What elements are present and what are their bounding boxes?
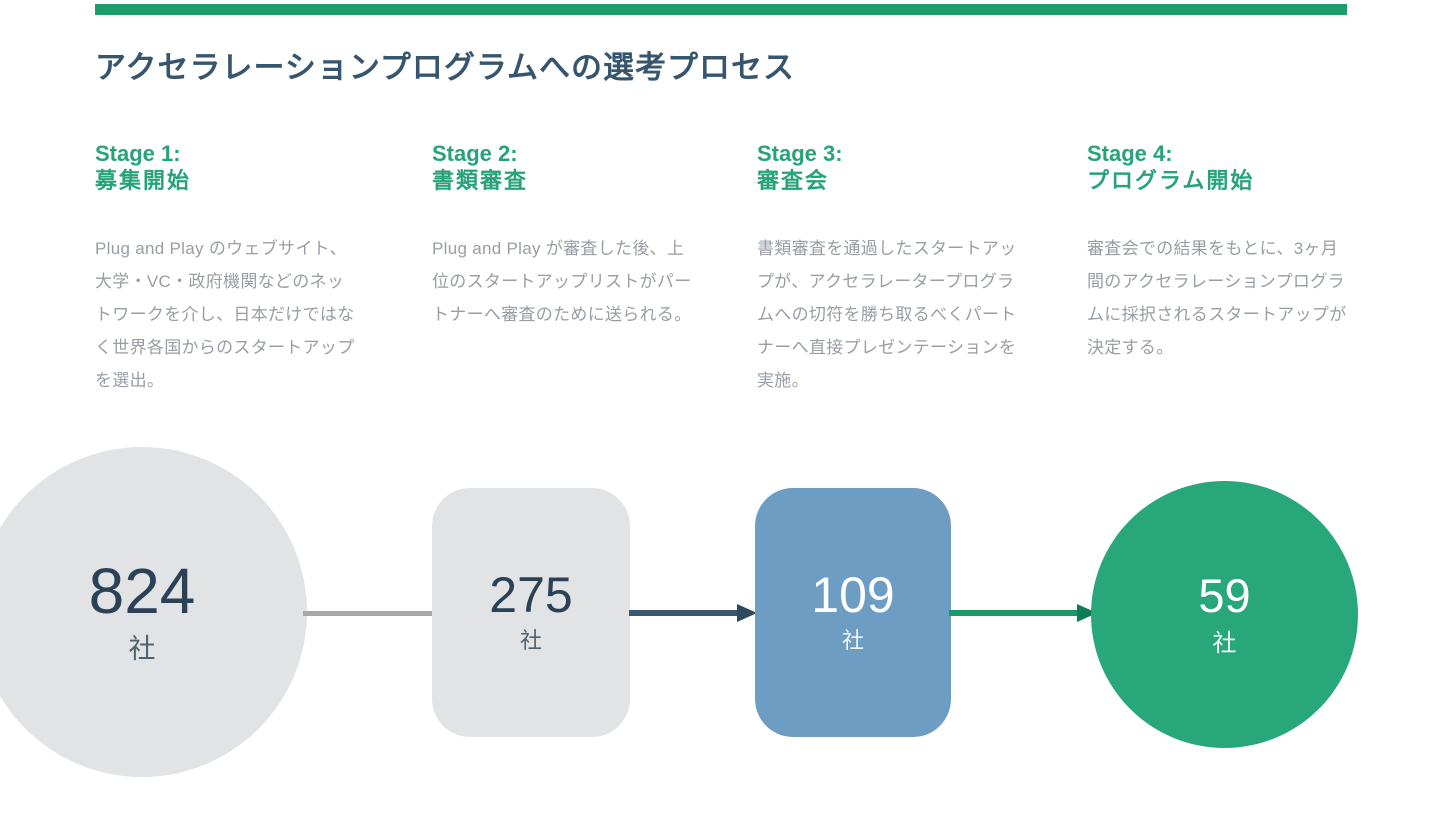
arrow-stage1-to-stage2 (303, 604, 453, 622)
stage-1-label-en: Stage 1: (95, 141, 181, 166)
arrow-head-icon (737, 604, 757, 622)
stage-3-label-en: Stage 3: (757, 141, 843, 166)
node-3-unit: 社 (841, 628, 864, 653)
stage-column-2: Stage 2: 書類審査 Plug and Play が審査した後、上位のスタ… (432, 140, 717, 331)
stage-1-label-ja: 募集開始 (95, 168, 192, 193)
node-4-value: 59 (1198, 568, 1251, 622)
stage-2-label-ja: 書類審査 (432, 168, 529, 193)
arrow-line (303, 610, 433, 616)
page-title: アクセラレーションプログラムへの選考プロセス (95, 50, 795, 85)
stage-3-description: 書類審査を通過したスタートアップが、アクセラレータープログラムへの切符を勝ち取る… (757, 239, 1017, 390)
node-2-value: 275 (489, 567, 573, 623)
funnel-node-59: 59 社 (1091, 481, 1358, 748)
node-1-value: 824 (88, 554, 196, 627)
stage-2-description: Plug and Play が審査した後、上位のスタートアップリストがパートナー… (432, 239, 692, 324)
stage-4-label-ja: プログラム開始 (1087, 168, 1255, 193)
funnel-node-824: 824 社 (0, 447, 307, 777)
stage-1-description: Plug and Play のウェブサイト、大学・VC・政府機関などのネットワー… (95, 239, 355, 390)
accent-bar (95, 4, 1347, 15)
stage-column-1: Stage 1: 募集開始 Plug and Play のウェブサイト、大学・V… (95, 140, 380, 397)
arrow-stage3-to-stage4 (949, 604, 1097, 622)
stage-column-3: Stage 3: 審査会 書類審査を通過したスタートアップが、アクセラレータープ… (757, 140, 1042, 397)
funnel-node-275: 275 社 (432, 488, 630, 737)
node-4-unit: 社 (1212, 629, 1237, 657)
stage-4-label-en: Stage 4: (1087, 141, 1173, 166)
stage-2-label-en: Stage 2: (432, 141, 518, 166)
node-2-unit: 社 (519, 628, 542, 653)
node-1-unit: 社 (128, 633, 156, 664)
arrow-stage2-to-stage3 (629, 604, 757, 622)
stage-4-description: 審査会での結果をもとに、3ヶ月間のアクセラレーションプログラムに採択されるスター… (1087, 239, 1347, 357)
stage-column-4: Stage 4: プログラム開始 審査会での結果をもとに、3ヶ月間のアクセラレー… (1087, 140, 1372, 364)
funnel-node-109: 109 社 (755, 488, 951, 737)
stage-3-label-ja: 審査会 (757, 168, 830, 193)
arrow-line (629, 610, 737, 616)
arrow-line (949, 610, 1077, 616)
node-3-value: 109 (811, 567, 895, 623)
